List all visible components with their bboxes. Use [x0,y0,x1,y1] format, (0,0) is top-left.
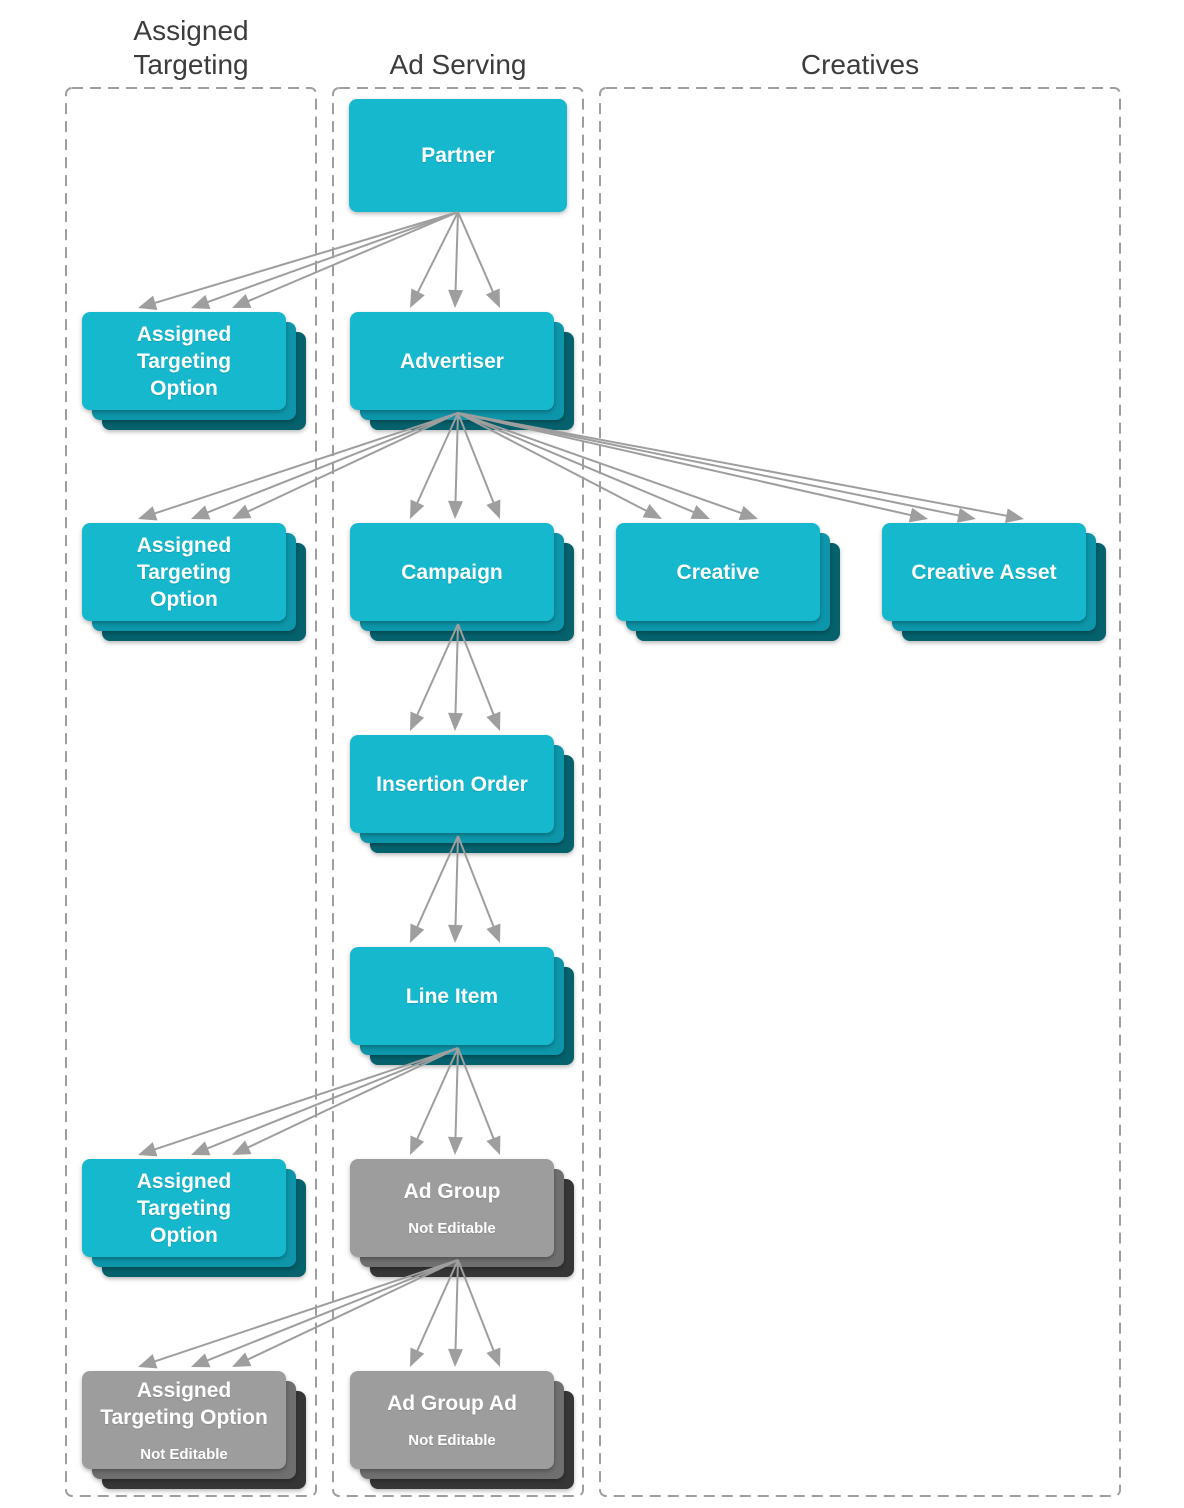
node-campaign: Campaign [350,523,574,641]
column-heading-creatives: Creatives [800,49,920,80]
node-label: Assigned Targeting Option [136,1169,232,1247]
node-creative: Creative [616,523,840,641]
edge-arrowhead [642,504,662,519]
node-sublabel: Not Editable [408,1432,496,1449]
edge-arrowhead [486,1135,501,1155]
node-face: Line Item [350,947,554,1045]
node-label: Advertiser [400,349,504,373]
node-partner: Partner [349,99,567,212]
edge-arrowhead [486,1347,501,1367]
node-sublabel: Not Editable [408,1220,496,1237]
node-label: Assigned Targeting Option [136,533,232,611]
edge-arrowhead [448,1348,464,1367]
node-face: Advertiser [350,312,554,410]
node-sublabel: Not Editable [140,1445,228,1463]
node-label: Assigned Targeting Option [136,322,232,400]
edge-line [203,211,459,305]
node-insertion-order: Insertion Order [350,735,574,853]
node-label: Partner [421,144,495,167]
column-heading-assigned-targeting: Assigned Targeting [133,15,249,80]
edge-arrowhead [191,294,211,309]
edge-arrowhead [232,294,252,308]
edge-arrowhead [410,711,425,731]
edge-line [244,211,459,304]
edge-arrowhead [486,711,501,731]
node-face: Insertion Order [350,735,554,833]
edge-arrowhead [410,1135,425,1155]
edge-line [415,211,459,296]
edge-arrowhead [956,508,976,523]
edge-arrowhead [191,1353,211,1368]
edge-arrowhead [410,288,425,308]
edge-arrowhead [738,505,758,521]
edge-arrowhead [410,1347,425,1367]
edge-arrowhead [191,505,211,520]
column-frame-creatives [599,87,1121,1497]
node-label: Line Item [405,984,499,1008]
edge-arrowhead [138,1142,158,1157]
edge-line [151,211,459,305]
edge-arrowhead [448,712,464,731]
edge-arrowhead [486,499,501,519]
edge-arrowhead [232,1352,252,1367]
node-label: Campaign [401,560,503,584]
node-face: Creative Asset [882,523,1086,621]
edge-arrowhead [908,507,928,523]
node-ato2: Assigned Targeting Option [82,523,306,641]
edge-arrowhead [448,924,464,943]
edge-partner-to-advertiser [410,211,500,308]
edge-arrowhead [410,499,425,519]
edge-arrowhead [448,500,464,519]
edge-arrowhead [232,1140,252,1155]
node-label: Ad Group [403,1180,501,1203]
edge-arrowhead [191,1141,211,1156]
edge-arrowhead [448,289,464,308]
edge-arrowhead [138,506,158,521]
edge-arrowhead [138,1354,158,1369]
edge-arrowhead [138,295,158,311]
node-ad-group-ad: Ad Group Ad Not Editable [350,1371,574,1489]
node-label: Ad Group Ad [387,1392,517,1415]
node-ato3: Assigned Targeting Option [82,1159,306,1277]
edge-line [454,211,459,295]
node-label: Creative Asset [911,560,1057,584]
node-face: Creative [616,523,820,621]
edge-arrowhead [448,1136,464,1155]
node-ato1: Assigned Targeting Option [82,312,306,430]
edge-arrowhead [410,923,425,943]
node-face: Ad Group Ad Not Editable [350,1371,554,1469]
edge-arrowhead [690,505,710,519]
edge-arrowhead [486,923,501,943]
edge-arrowhead [485,288,500,308]
node-label: Insertion Order [376,772,528,796]
edge-arrowhead [232,504,252,519]
node-line-item: Line Item [350,947,574,1065]
edge-arrowhead [1004,508,1024,524]
node-creative-asset: Creative Asset [882,523,1106,641]
node-face: Partner [349,99,567,212]
node-face: Campaign [350,523,554,621]
node-label: Creative [676,560,760,584]
column-frame-assigned-targeting [65,87,317,1497]
column-heading-ad-serving: Ad Serving [389,49,527,80]
node-face: Assigned Targeting Option [82,312,286,410]
node-advertiser: Advertiser [350,312,574,430]
edge-line [457,211,496,296]
node-face: Assigned Targeting Option [82,523,286,621]
node-face: Assigned Targeting Option [82,1159,286,1257]
node-label: Assigned Targeting Option [100,1378,268,1429]
edge-partner-to-ato1 [138,211,459,311]
